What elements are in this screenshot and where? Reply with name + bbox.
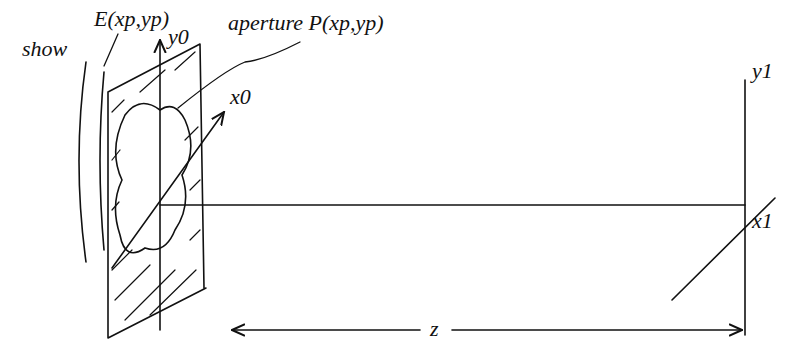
axis-label: x0 <box>230 86 251 108</box>
field-bracket <box>79 62 86 262</box>
x1-axis <box>672 198 775 300</box>
dimension-label: z <box>430 318 439 340</box>
aperture-label: aperture P(xp,yp) <box>228 12 384 34</box>
field-bracket <box>100 72 104 250</box>
dimension-line <box>452 329 742 331</box>
axis-label: y1 <box>752 60 773 82</box>
note-text: show <box>22 38 67 60</box>
leader-line <box>178 42 300 108</box>
axis-label: y0 <box>168 26 189 48</box>
hatching <box>112 52 200 320</box>
x0-axis <box>112 112 224 268</box>
dimension-line <box>232 329 420 331</box>
field-label: E(xp,yp) <box>94 8 169 30</box>
axis-label: x1 <box>752 210 773 232</box>
optical-axis <box>160 204 745 206</box>
aperture-opening <box>115 104 190 253</box>
y0-axis <box>159 40 161 330</box>
y1-axis <box>744 80 746 335</box>
aperture-plane <box>108 44 206 338</box>
leader-line <box>104 34 118 66</box>
